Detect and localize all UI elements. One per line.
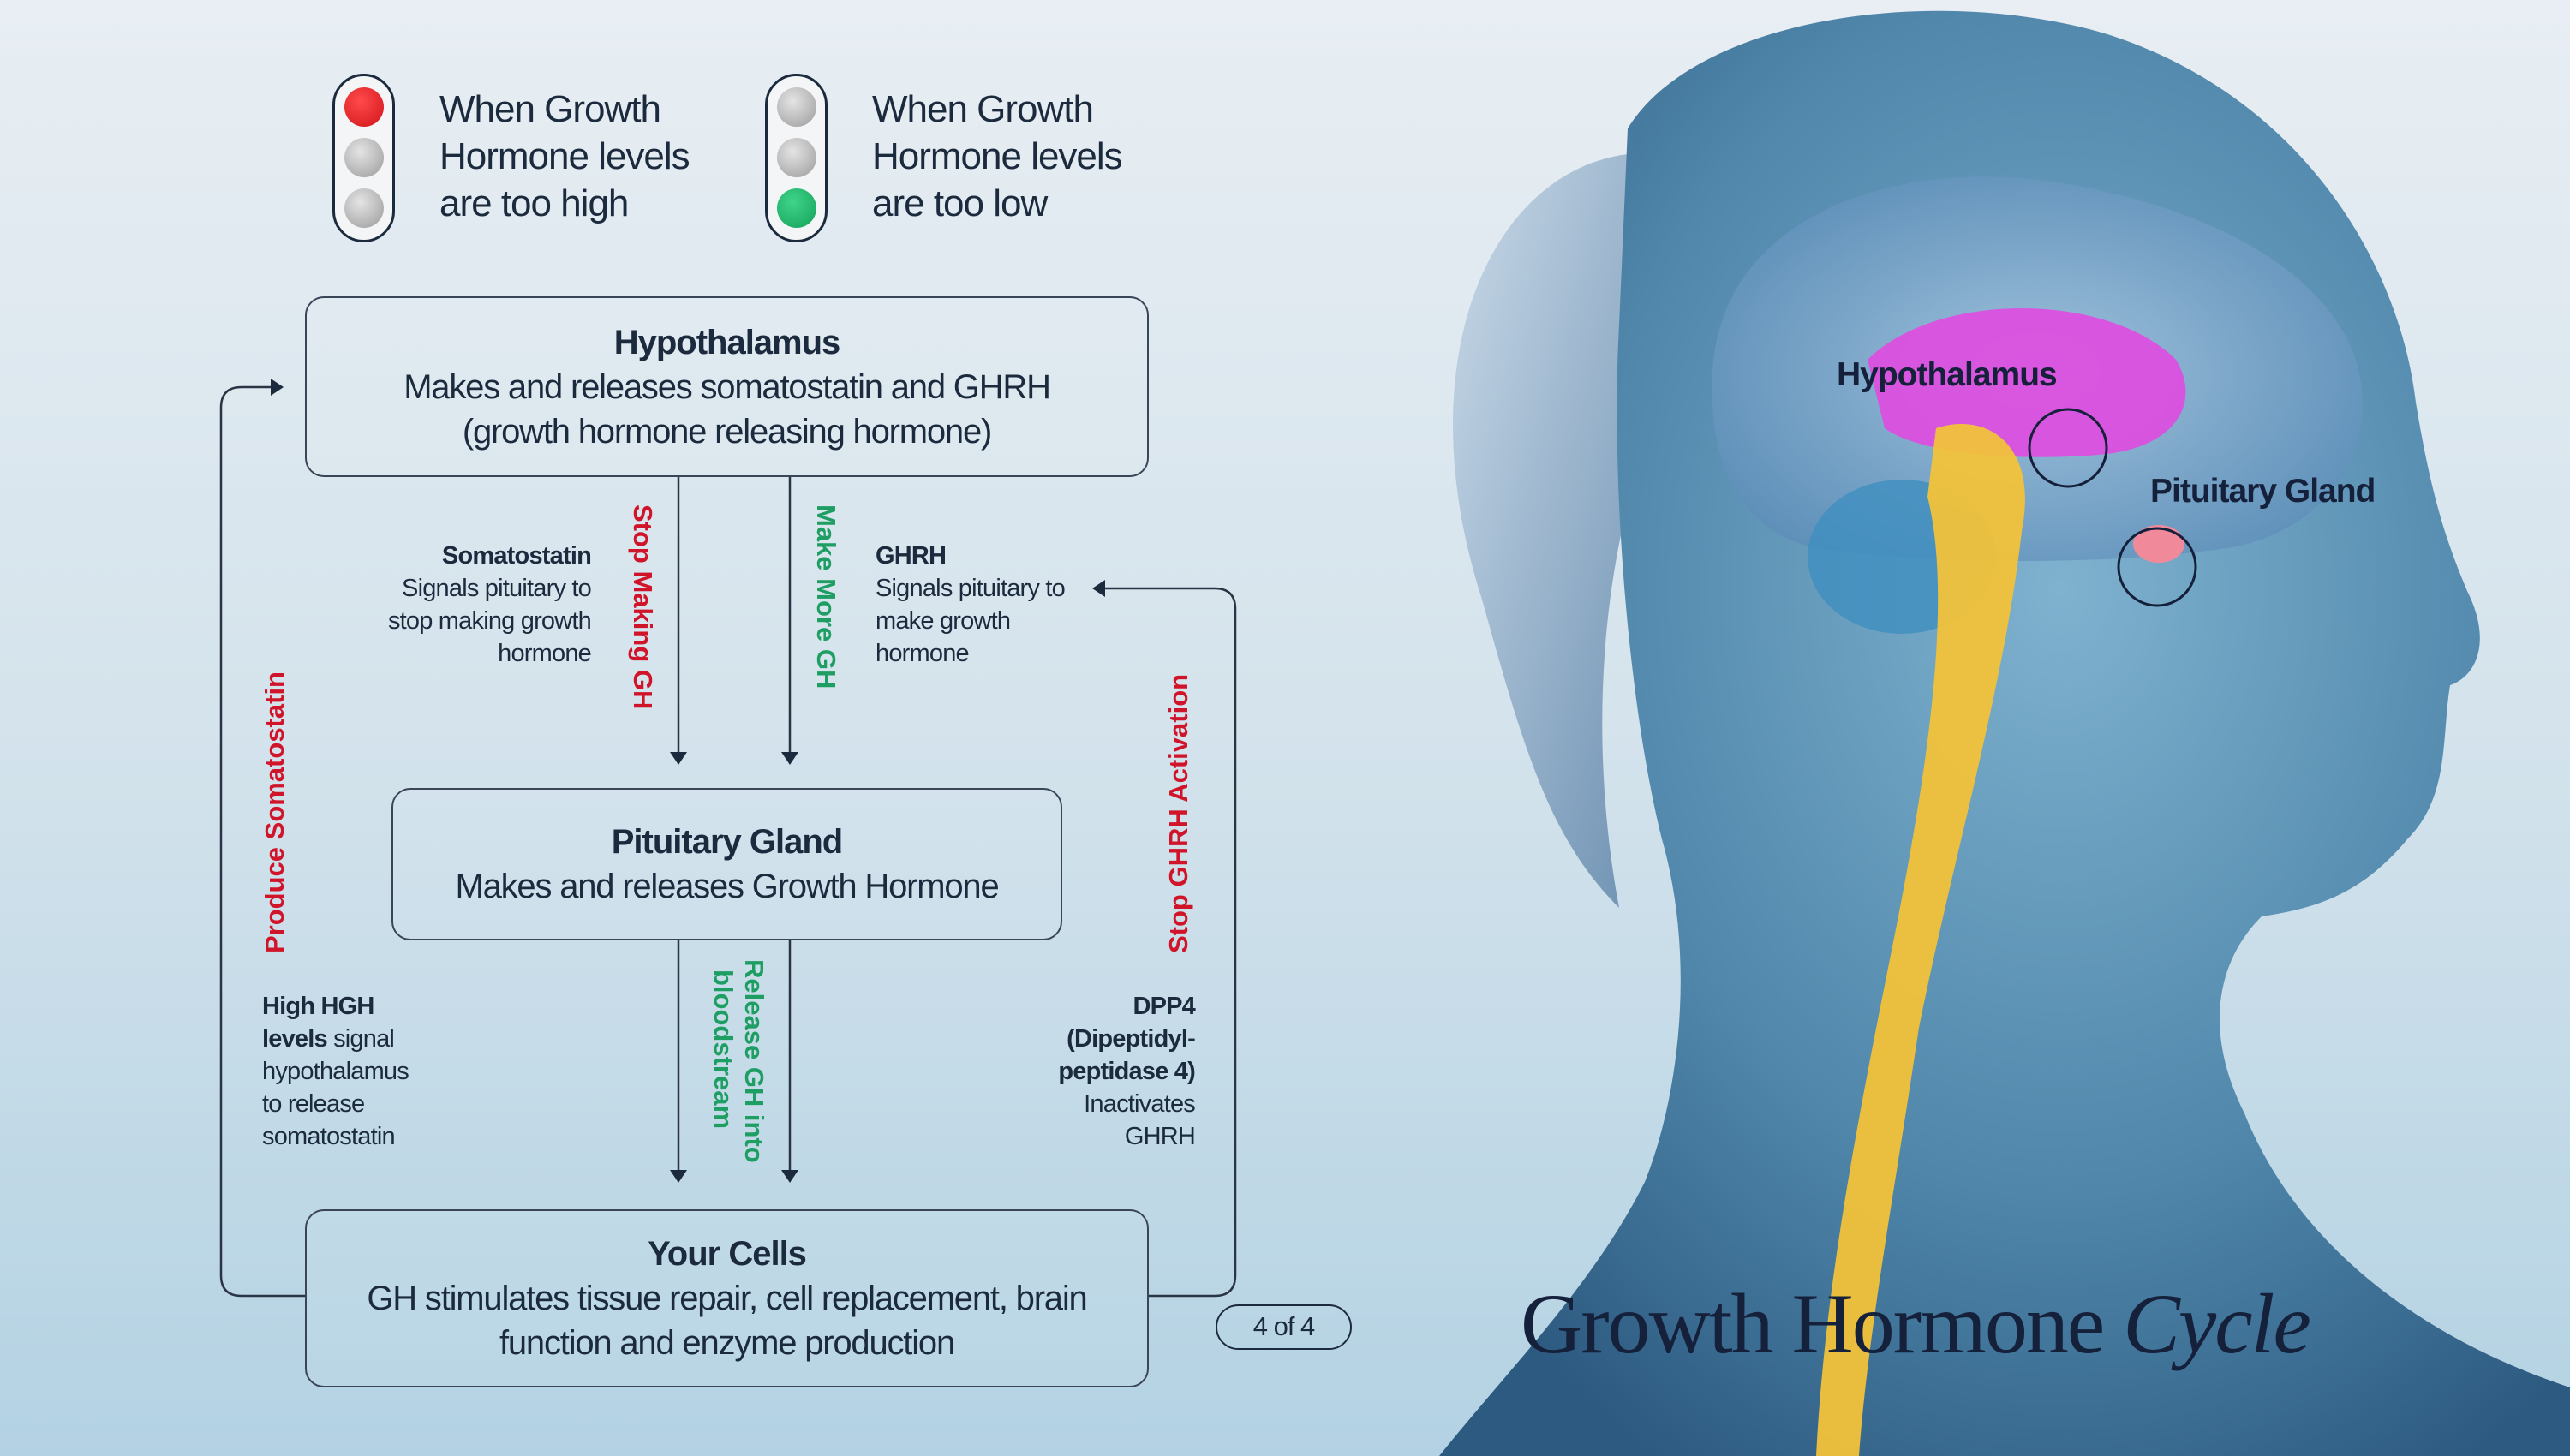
legend-too-high: When Growth Hormone levels are too high	[439, 88, 690, 224]
cells-title: Your Cells	[648, 1235, 807, 1273]
page-indicator: 4 of 4	[1216, 1304, 1352, 1350]
note-body: Signals pituitary to make growth hormone	[876, 575, 1066, 667]
green-light-icon	[777, 188, 816, 228]
label-release-gh: Release GH into bloodstream	[708, 959, 769, 1163]
cells-body: GH stimulates tissue repair, cell replac…	[367, 1280, 1087, 1362]
traffic-light-green	[765, 74, 828, 242]
spine	[1816, 424, 2025, 1456]
head-illustration	[1439, 10, 2570, 1456]
hypothalamus-marker	[2028, 408, 2108, 488]
note-body: Signals pituitary to stop making growth …	[387, 575, 592, 667]
note-body: signal hypothalamus to release somatosta…	[262, 1025, 409, 1150]
page-title: Growth Hormone Cycle	[1521, 1274, 2311, 1373]
off-light-icon	[777, 87, 816, 127]
label-produce-somatostatin: Produce Somatostatin	[260, 671, 290, 953]
legend-too-low: When Growth Hormone levels are too low	[872, 88, 1123, 224]
title-italic: Cycle	[2123, 1276, 2311, 1371]
flow-connectors	[219, 379, 1237, 1298]
note-title: GHRH	[876, 542, 947, 570]
label-stop-making-gh: Stop Making GH	[628, 504, 658, 710]
pituitary-marker	[2117, 527, 2197, 607]
note-body: Inactivates GHRH	[1084, 1090, 1196, 1150]
title-main: Growth Hormone	[1521, 1276, 2105, 1371]
loop-stop-ghrh	[1103, 587, 1237, 1298]
label-stop-ghrh-activation: Stop GHRH Activation	[1163, 673, 1193, 953]
off-light-icon	[344, 188, 384, 228]
note-high-hgh: High HGH levels signal hypothalamus to r…	[262, 990, 433, 1153]
off-light-icon	[777, 138, 816, 177]
loop-produce-somatostatin	[219, 385, 305, 1298]
pituitary-body: Makes and releases Growth Hormone	[455, 868, 999, 905]
note-title: Somatostatin	[441, 542, 592, 570]
label-release-line-2: bloodstream	[708, 970, 738, 1130]
hypothalamus-body: Makes and releases somatostatin and GHRH…	[403, 367, 1051, 451]
pituitary-title: Pituitary Gland	[611, 823, 844, 861]
thalamus-region	[1868, 308, 2186, 457]
hypothalamus-title: Hypothalamus	[613, 323, 841, 361]
note-title: High HGH levels	[262, 993, 374, 1053]
off-light-icon	[344, 138, 384, 177]
ponytail	[1453, 154, 1645, 908]
label-make-more-gh: Make More GH	[811, 504, 841, 689]
note-ghrh: GHRH Signals pituitary to make growth ho…	[876, 540, 1073, 670]
label-hypothalamus: Hypothalamus	[1837, 356, 2058, 393]
note-title: DPP4 (Dipeptidyl-peptidase 4)	[1058, 993, 1195, 1085]
label-release-line-1: Release GH into	[739, 959, 769, 1163]
pituitary-box: Pituitary Gland Makes and releases Growt…	[391, 788, 1062, 940]
label-pituitary-gland: Pituitary Gland	[2150, 473, 2376, 510]
cells-box: Your Cells GH stimulates tissue repair, …	[305, 1209, 1149, 1387]
note-dpp4: DPP4 (Dipeptidyl-peptidase 4) Inactivate…	[1024, 990, 1195, 1153]
red-light-icon	[344, 87, 384, 127]
hypothalamus-box: Hypothalamus Makes and releases somatost…	[305, 296, 1149, 477]
traffic-light-red	[332, 74, 395, 242]
note-somatostatin: Somatostatin Signals pituitary to stop m…	[386, 540, 592, 670]
pituitary-shape	[2133, 525, 2184, 563]
